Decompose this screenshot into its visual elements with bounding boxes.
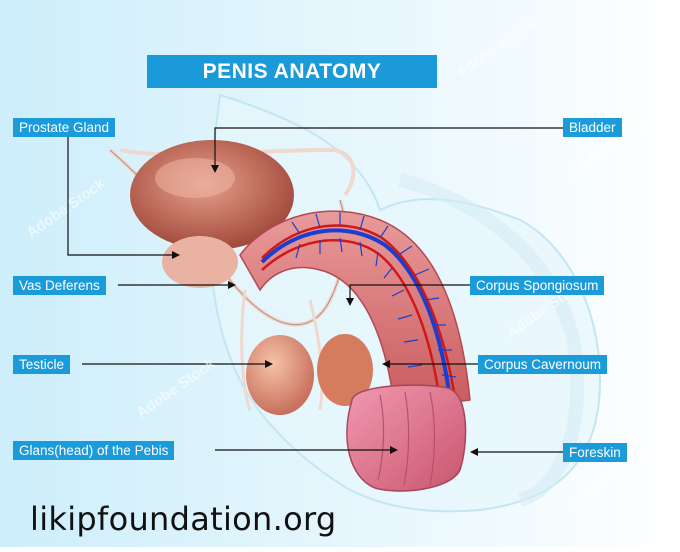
label-glans: Glans(head) of the Pebis: [13, 441, 175, 460]
label-testicle: Testicle: [13, 355, 71, 374]
diagram-title: PENIS ANATOMY: [147, 55, 437, 88]
corpus-spongiosum: [260, 228, 452, 401]
leader-lines: [67, 127, 563, 453]
glans: [346, 384, 467, 492]
vein-branches: [291, 212, 457, 378]
penis-shaft: [239, 210, 471, 411]
footer-url: likipfoundation.org: [30, 500, 337, 538]
testicle: [246, 335, 314, 415]
label-bladder: Bladder: [563, 118, 622, 137]
label-corpus-spongiosum: Corpus Spongiosum: [470, 276, 605, 295]
leader-arrowheads: [172, 165, 478, 456]
label-foreskin: Foreskin: [563, 443, 627, 462]
prostate-gland: [162, 236, 238, 288]
label-corpus-cavernoum: Corpus Cavernoum: [478, 355, 608, 374]
label-vas-deferens: Vas Deferens: [13, 276, 106, 295]
label-prostate-gland: Prostate Gland: [13, 118, 116, 137]
